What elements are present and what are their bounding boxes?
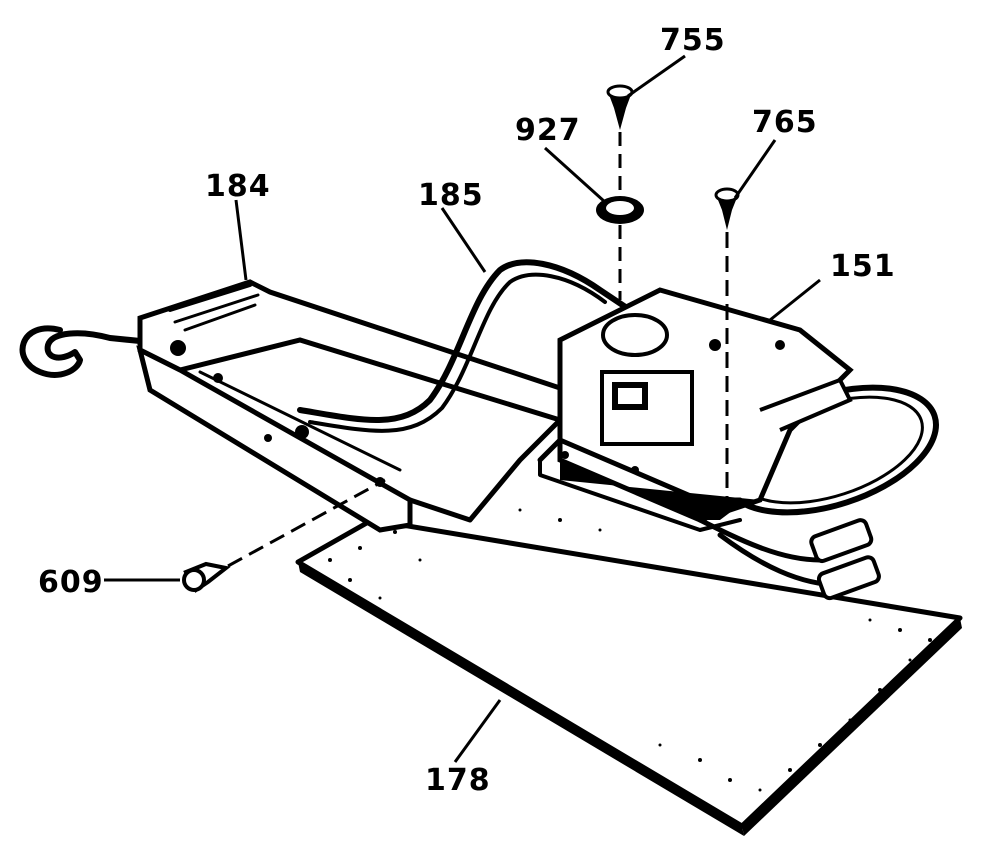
insulation-pad: [295, 508, 963, 836]
assembly-lines: [227, 132, 729, 568]
label-609: 609: [38, 565, 104, 600]
screw-609: [182, 561, 231, 593]
label-755: 755: [660, 23, 726, 58]
support-arm: [297, 259, 633, 523]
label-151: 151: [830, 249, 896, 284]
washer-927: [596, 196, 644, 224]
screw-755: [606, 84, 634, 130]
screw-765: [714, 187, 740, 230]
label-178: 178: [425, 763, 491, 798]
label-765: 765: [752, 105, 818, 140]
label-927: 927: [515, 113, 581, 148]
hanger-bracket: [19, 279, 563, 533]
thermostat-housing: [537, 287, 854, 532]
label-184: 184: [205, 169, 271, 204]
leader-lines: [104, 54, 821, 763]
label-185: 185: [418, 178, 484, 213]
